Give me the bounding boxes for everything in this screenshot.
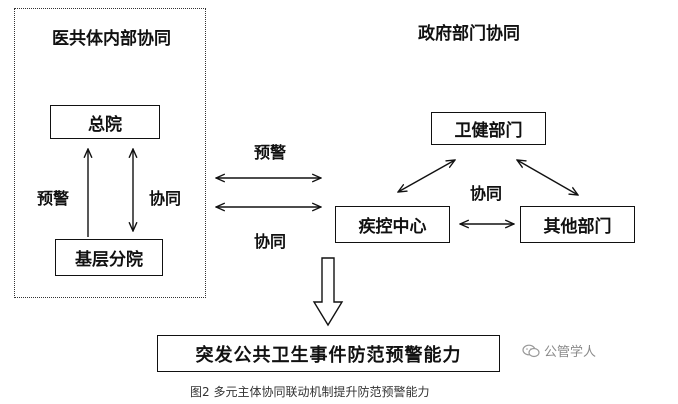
internal-collab-title: 医共体内部协同	[52, 29, 171, 49]
branch-hospital-box: 基层分院	[55, 239, 163, 276]
right-collab-label: 协同	[470, 184, 503, 203]
cdc-box: 疾控中心	[335, 206, 450, 243]
down-block-arrow	[312, 257, 344, 327]
other-dept-box: 其他部门	[520, 206, 635, 243]
health-dept-box: 卫健部门	[431, 112, 546, 145]
internal-collab-frame	[14, 8, 206, 298]
left-collab-label: 协同	[149, 189, 182, 208]
middle-warning-label: 预警	[254, 143, 287, 162]
head-hospital-box: 总院	[50, 105, 160, 139]
left-warning-label: 预警	[37, 189, 70, 208]
result-capability-box: 突发公共卫生事件防范预警能力	[157, 335, 500, 372]
health-other-arrow	[517, 160, 578, 195]
health-cdc-arrow	[398, 160, 455, 192]
figure-caption: 图2 多元主体协同联动机制提升防范预警能力	[190, 385, 430, 399]
middle-collab-label: 协同	[254, 232, 287, 251]
watermark: 公管学人	[522, 341, 596, 360]
gov-collab-title: 政府部门协同	[418, 24, 520, 44]
watermark-text: 公管学人	[544, 345, 597, 360]
wechat-icon	[522, 344, 540, 357]
